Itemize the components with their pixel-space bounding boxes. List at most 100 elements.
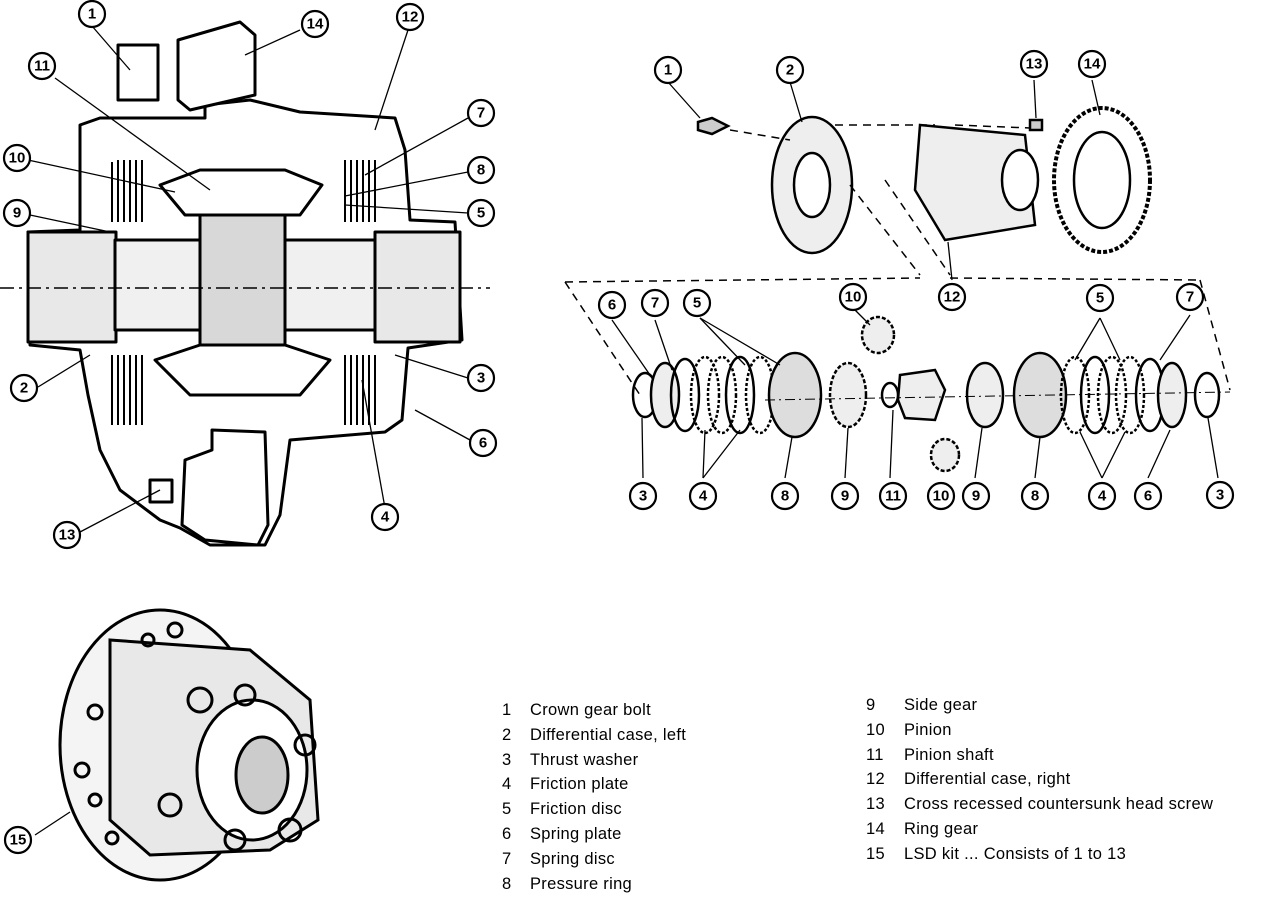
callout-sec-11: 11	[27, 51, 57, 81]
clutch-stack-upper-left	[111, 160, 143, 222]
svg-text:4: 4	[1098, 488, 1107, 505]
pinion-lower	[153, 343, 332, 397]
callout-exp-1: 1	[653, 55, 683, 85]
callout-sec-2: 2	[9, 373, 39, 403]
right-axle-stub	[373, 230, 462, 344]
svg-text:4: 4	[699, 488, 708, 505]
thrust-washer-small	[880, 381, 900, 409]
svg-text:9: 9	[13, 205, 21, 222]
svg-text:13: 13	[1026, 56, 1043, 73]
svg-text:6: 6	[1144, 488, 1152, 505]
callout-sec-4: 4	[370, 502, 400, 532]
svg-text:5: 5	[477, 205, 485, 222]
svg-text:3: 3	[639, 488, 647, 505]
top-bolt	[116, 43, 160, 102]
kit-bore	[234, 735, 290, 815]
exploded-axis	[764, 391, 1231, 401]
clutch-stack-upper-right	[344, 160, 376, 222]
pinion-lower-exp	[929, 437, 961, 473]
svg-text:12: 12	[402, 9, 419, 26]
svg-text:7: 7	[477, 105, 485, 122]
svg-text:8: 8	[781, 488, 789, 505]
svg-text:5: 5	[1096, 290, 1104, 307]
housing-outline	[26, 98, 464, 547]
clutch-stack-lower-left	[111, 355, 143, 425]
svg-text:7: 7	[651, 295, 659, 312]
side-gear-right	[283, 238, 377, 332]
exploded-leaders	[611, 79, 1219, 479]
callout-exp-8a: 8	[770, 481, 800, 511]
cross-screw	[1028, 118, 1044, 132]
callout-exp-5b: 5	[1085, 283, 1115, 313]
callout-exp-3b: 3	[1205, 480, 1235, 510]
callout-kit-15: 15	[3, 825, 33, 855]
callout-exp-7a: 7	[640, 288, 670, 318]
svg-text:11: 11	[34, 58, 50, 75]
ring-gear-top	[176, 20, 257, 112]
callout-sec-3: 3	[466, 363, 496, 393]
side-gear-left-exp	[828, 361, 868, 429]
callout-exp-10b: 10	[926, 481, 956, 511]
lsd-kit-view	[34, 608, 320, 882]
callout-exp-12: 12	[937, 282, 967, 312]
callout-sec-8: 8	[466, 155, 496, 185]
svg-text:3: 3	[477, 370, 485, 387]
callout-markers: 1 14 12 11 7 10 8 9 5 2 3 6 4 13 1 2 13 …	[2, 0, 1235, 855]
bottom-screw	[148, 478, 174, 504]
sectional-view	[0, 20, 490, 547]
svg-text:2: 2	[786, 62, 794, 79]
callout-sec-9: 9	[2, 198, 32, 228]
svg-text:13: 13	[59, 527, 76, 544]
callout-exp-9b: 9	[961, 481, 991, 511]
svg-text:8: 8	[477, 162, 485, 179]
left-axle-stub	[26, 230, 118, 344]
svg-text:12: 12	[944, 289, 961, 306]
svg-text:4: 4	[381, 509, 390, 526]
svg-text:1: 1	[664, 62, 672, 79]
exploded-view	[564, 79, 1231, 479]
callout-sec-6: 6	[468, 428, 498, 458]
pinion-upper	[158, 168, 324, 217]
callout-exp-6a: 6	[597, 290, 627, 320]
callout-exp-14: 14	[1077, 49, 1107, 79]
callout-exp-6b: 6	[1133, 481, 1163, 511]
svg-text:9: 9	[972, 488, 980, 505]
svg-text:14: 14	[307, 16, 324, 33]
svg-text:8: 8	[1031, 488, 1039, 505]
side-gear-right-exp	[965, 361, 1005, 429]
callout-sec-10: 10	[2, 143, 32, 173]
callout-exp-2: 2	[775, 55, 805, 85]
callout-sec-1: 1	[77, 0, 107, 29]
svg-text:14: 14	[1084, 56, 1101, 73]
callout-sec-12: 12	[395, 2, 425, 32]
callout-exp-5a: 5	[682, 288, 712, 318]
callout-exp-9a: 9	[830, 481, 860, 511]
svg-text:10: 10	[933, 488, 950, 505]
svg-text:6: 6	[608, 297, 616, 314]
differential-case-right	[913, 123, 1037, 242]
pinion-upper-exp	[860, 315, 896, 355]
clutch-pack-right	[1012, 351, 1221, 439]
svg-text:6: 6	[479, 435, 487, 452]
svg-text:1: 1	[88, 6, 96, 23]
callout-exp-4a: 4	[688, 481, 718, 511]
svg-text:7: 7	[1186, 289, 1194, 306]
svg-text:2: 2	[20, 380, 28, 397]
callout-exp-7b: 7	[1175, 282, 1205, 312]
clutch-pack-left	[631, 351, 823, 439]
side-gear-left	[113, 238, 202, 332]
kit-leader	[34, 811, 71, 836]
